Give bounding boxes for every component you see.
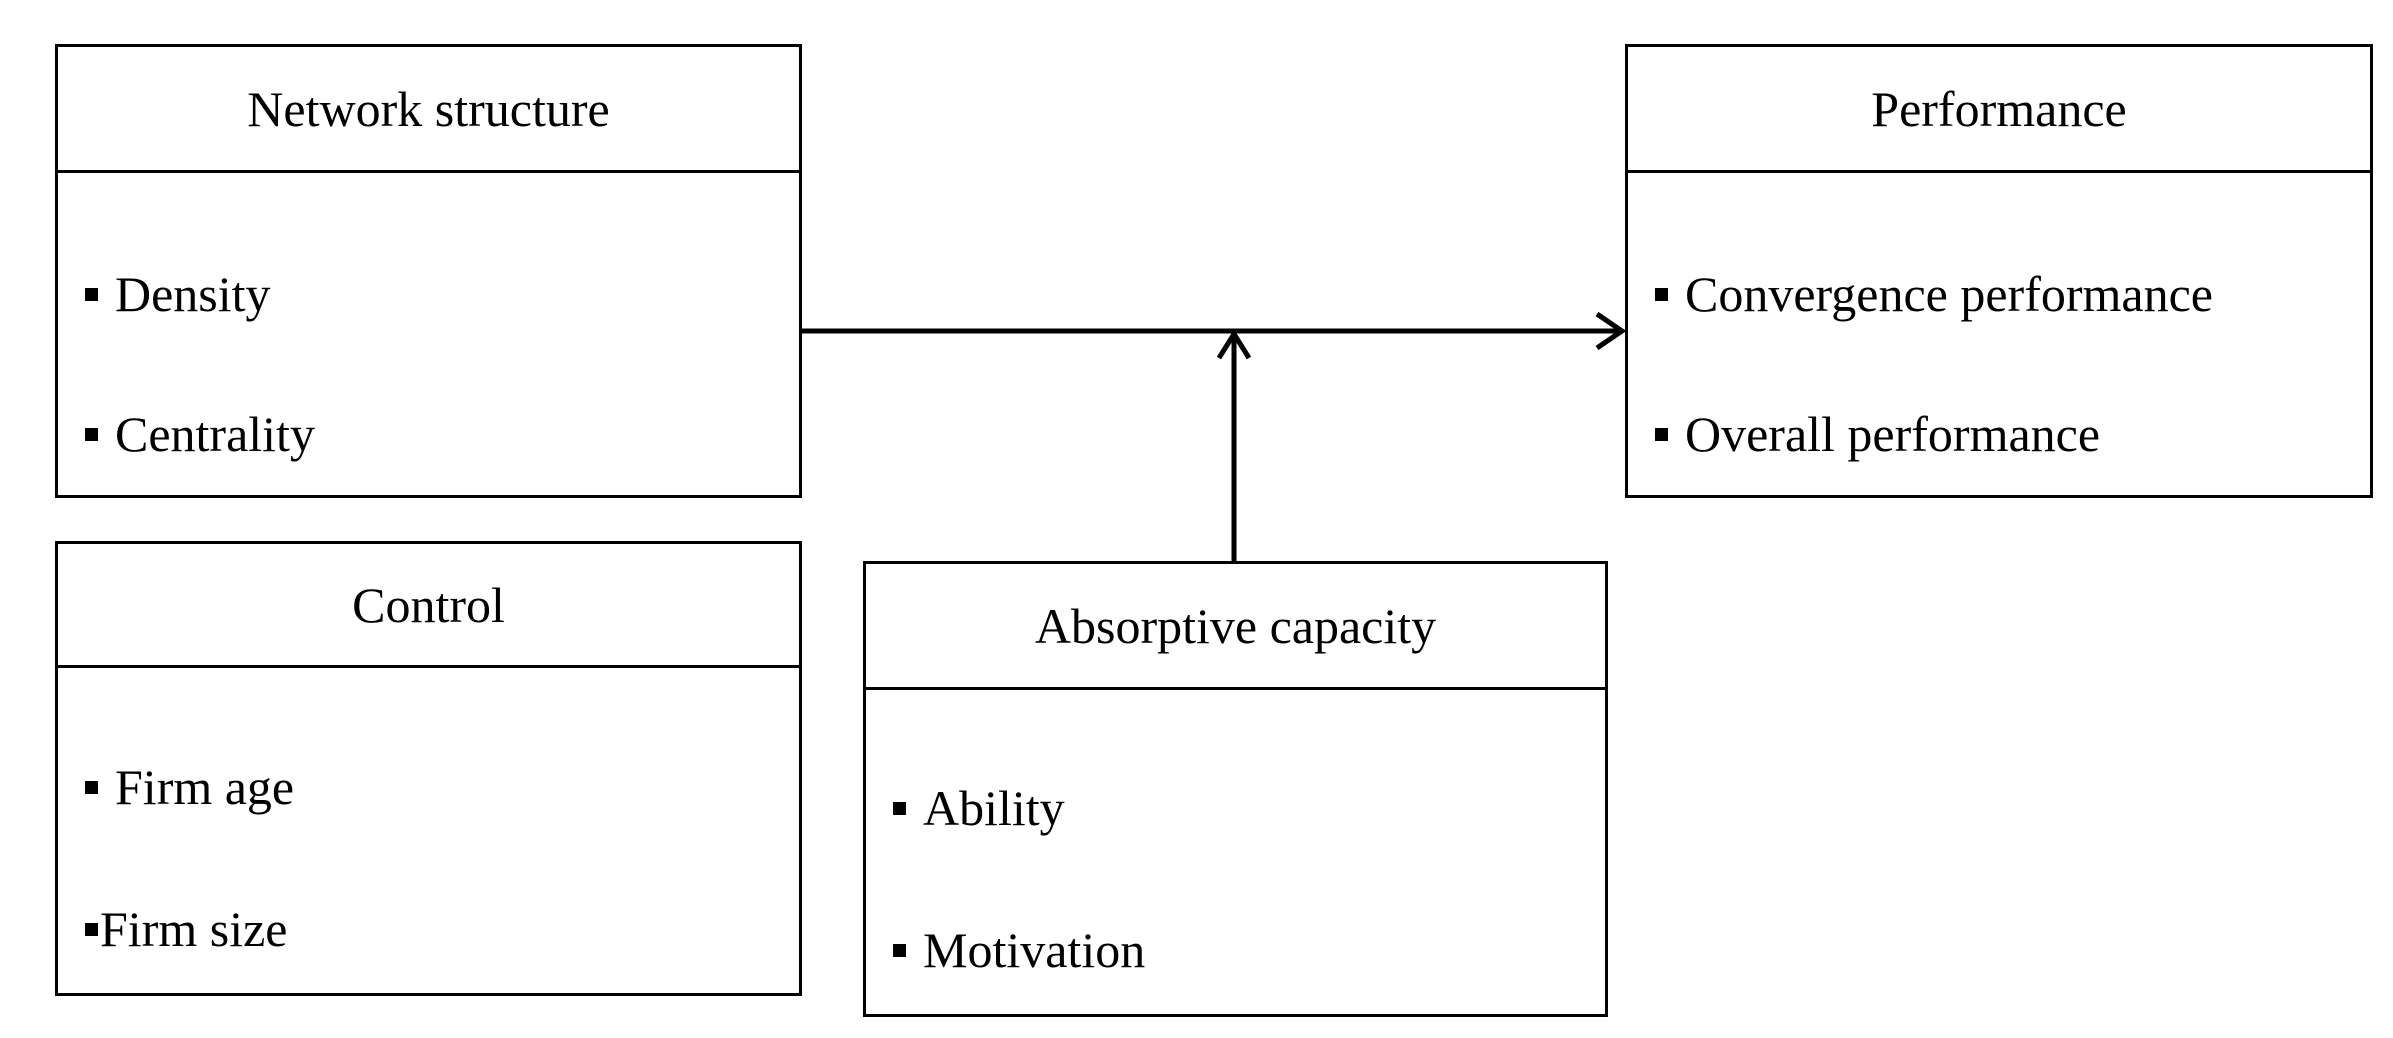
bullet-icon: [85, 780, 98, 794]
item-label: Overall performance: [1685, 406, 2101, 462]
control-title: Control: [58, 544, 799, 668]
item-label: Density: [115, 266, 271, 322]
control-box: Control Firm age Firm size: [55, 541, 802, 996]
performance-box: Performance Convergence performance Over…: [1625, 44, 2373, 498]
item-label: Centrality: [115, 406, 315, 462]
list-item-ability: Ability: [893, 783, 1065, 833]
bullet-icon: [85, 287, 98, 301]
bullet-icon: [1655, 287, 1668, 301]
main-arrow-head: [1595, 311, 1627, 351]
list-item-convergence-performance: Convergence performance: [1655, 269, 2213, 319]
absorptive-capacity-box: Absorptive capacity Ability Motivation: [863, 561, 1608, 1017]
item-label: Firm age: [115, 759, 295, 815]
list-item-motivation: Motivation: [893, 925, 1145, 975]
network-structure-box: Network structure Density Centrality: [55, 44, 802, 498]
absorptive-capacity-title: Absorptive capacity: [866, 564, 1605, 690]
item-label: Motivation: [923, 922, 1146, 978]
bullet-icon: [1655, 427, 1668, 441]
list-item-overall-performance: Overall performance: [1655, 409, 2100, 459]
bullet-icon: [893, 801, 906, 815]
item-label: Firm size: [100, 901, 288, 957]
item-label: Convergence performance: [1685, 266, 2213, 322]
bullet-icon: [85, 427, 98, 441]
item-label: Ability: [923, 780, 1065, 836]
performance-title: Performance: [1628, 47, 2370, 173]
list-item-firm-age: Firm age: [85, 762, 294, 812]
network-structure-title: Network structure: [58, 47, 799, 173]
list-item-density: Density: [85, 269, 271, 319]
moderator-arrow-head: [1216, 329, 1252, 360]
bullet-icon: [893, 943, 906, 957]
list-item-firm-size: Firm size: [85, 904, 287, 954]
bullet-icon: [85, 922, 98, 936]
list-item-centrality: Centrality: [85, 409, 315, 459]
